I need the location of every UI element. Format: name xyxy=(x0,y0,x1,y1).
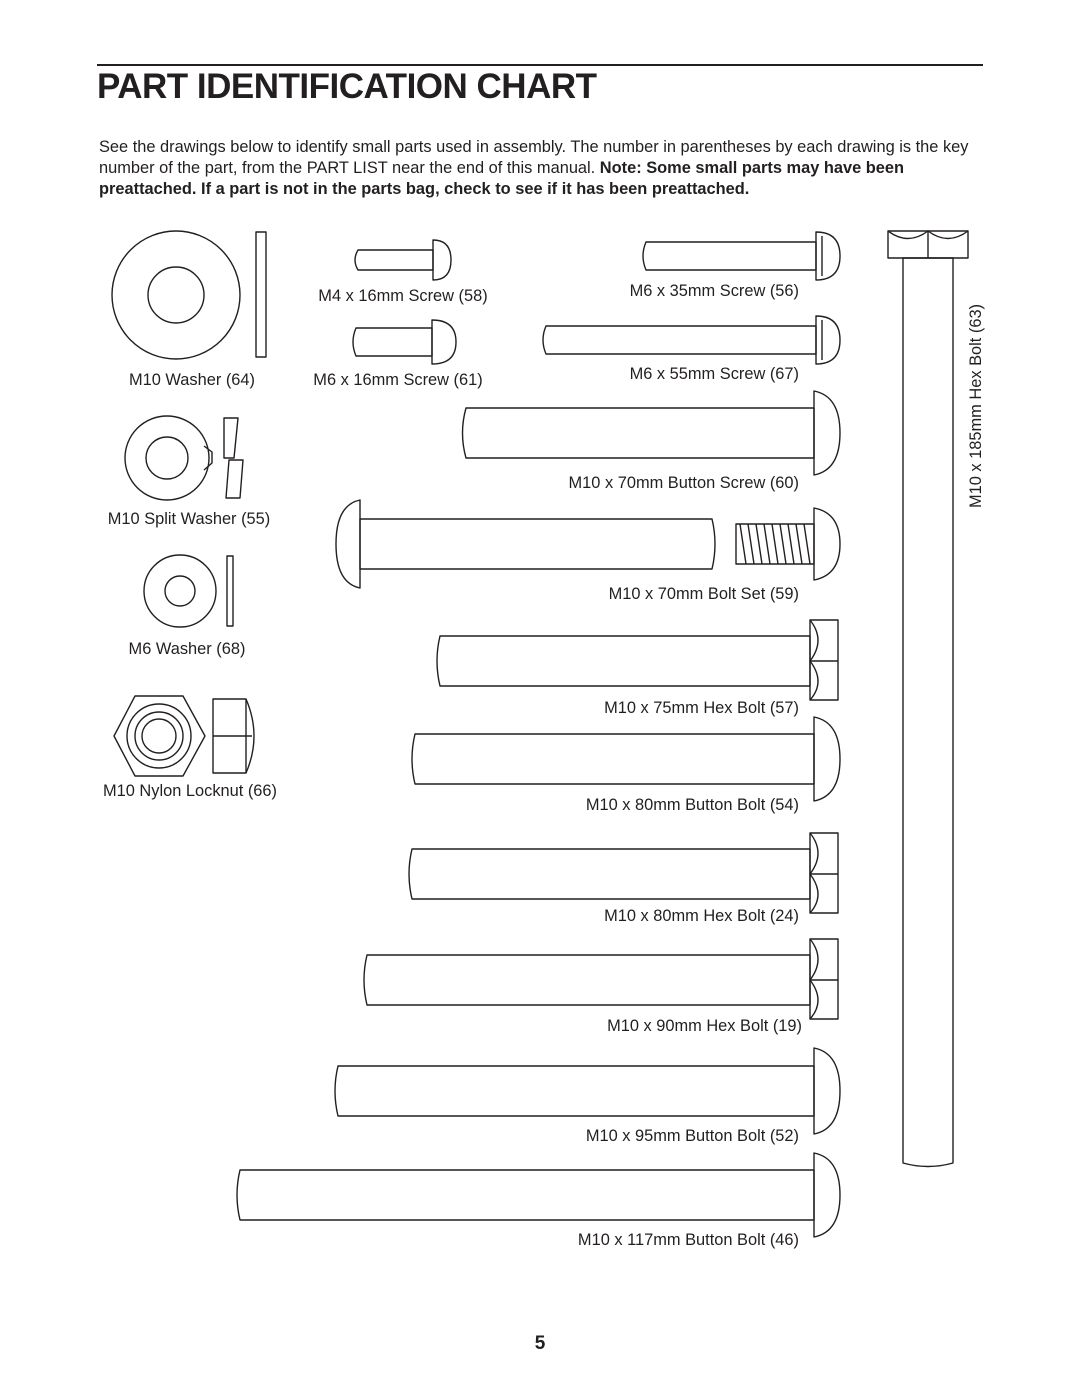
label-m6-55mm-screw: M6 x 55mm Screw (67) xyxy=(629,365,799,383)
label-m4-16mm-screw: M4 x 16mm Screw (58) xyxy=(318,287,488,305)
m10-95mm-button-bolt-drawing xyxy=(334,1047,841,1135)
page-number: 5 xyxy=(534,1333,546,1354)
label-m10-75mm-hex-bolt: M10 x 75mm Hex Bolt (57) xyxy=(604,699,799,717)
label-m10-80mm-button-bolt: M10 x 80mm Button Bolt (54) xyxy=(585,796,799,814)
label-m6-washer: M6 Washer (68) xyxy=(128,640,246,658)
m10-70mm-bolt-set-drawing xyxy=(335,499,841,589)
label-m6-16mm-screw: M6 x 16mm Screw (61) xyxy=(313,371,483,389)
m10-117mm-button-bolt-drawing xyxy=(236,1152,841,1238)
label-m10-117mm-button-bolt: M10 x 117mm Button Bolt (46) xyxy=(577,1231,799,1249)
label-m10-95mm-button-bolt: M10 x 95mm Button Bolt (52) xyxy=(585,1127,799,1145)
header-rule xyxy=(97,64,983,66)
label-m10-185mm-hex-bolt: M10 x 185mm Hex Bolt (63) xyxy=(967,303,985,509)
m4-16mm-screw-drawing xyxy=(354,239,452,281)
m10-nylon-locknut-drawing xyxy=(113,695,255,777)
intro-note: Note: Some small parts may have been pre… xyxy=(99,159,905,198)
m6-35mm-screw-drawing xyxy=(642,231,841,281)
intro-text: See the drawings below to identify small… xyxy=(99,138,969,177)
m10-80mm-button-bolt-drawing xyxy=(411,716,841,802)
label-m6-35mm-screw: M6 x 35mm Screw (56) xyxy=(629,282,799,300)
m10-split-washer-drawing xyxy=(124,415,244,501)
label-m10-washer: M10 Washer (64) xyxy=(128,371,256,389)
label-m10-split-washer: M10 Split Washer (55) xyxy=(107,510,271,528)
intro-paragraph: See the drawings below to identify small… xyxy=(99,137,989,200)
label-m10-90mm-hex-bolt: M10 x 90mm Hex Bolt (19) xyxy=(607,1017,802,1035)
page-title: PART IDENTIFICATION CHART xyxy=(97,67,597,106)
m10-80mm-hex-bolt-drawing xyxy=(408,832,839,914)
m6-16mm-screw-drawing xyxy=(352,319,457,365)
m6-washer-drawing xyxy=(143,554,234,628)
label-m10-70mm-button-screw: M10 x 70mm Button Screw (60) xyxy=(568,474,799,492)
label-m10-70mm-bolt-set: M10 x 70mm Bolt Set (59) xyxy=(608,585,799,603)
m10-70mm-button-screw-drawing xyxy=(461,390,841,476)
m10-75mm-hex-bolt-drawing xyxy=(436,619,839,701)
m6-55mm-screw-drawing xyxy=(542,315,841,365)
m10-washer-drawing xyxy=(111,230,267,360)
m10-185mm-hex-bolt-drawing xyxy=(887,230,969,1168)
m10-90mm-hex-bolt-drawing xyxy=(363,938,839,1020)
label-m10-80mm-hex-bolt: M10 x 80mm Hex Bolt (24) xyxy=(604,907,799,925)
label-m10-nylon-locknut: M10 Nylon Locknut (66) xyxy=(102,782,278,800)
